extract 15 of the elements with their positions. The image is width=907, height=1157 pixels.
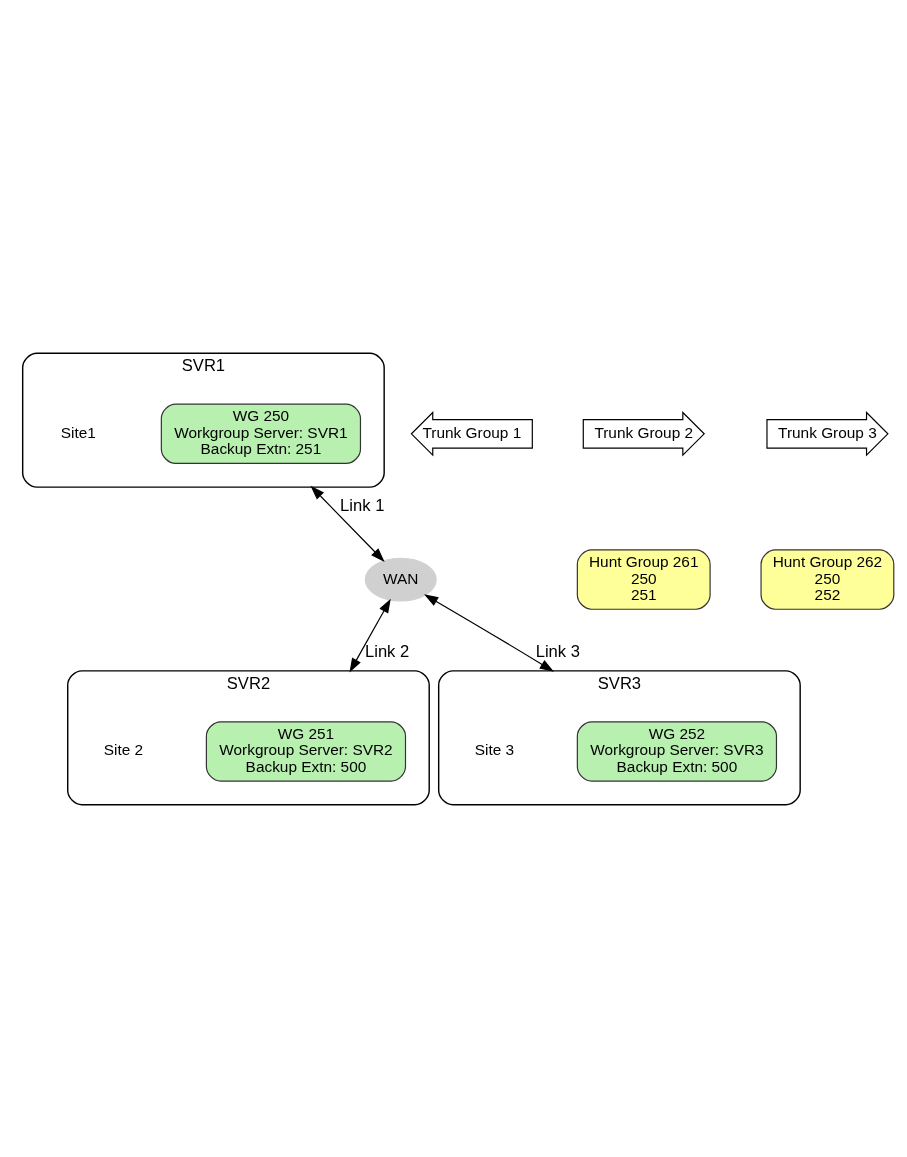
edge-label: Link 2 — [365, 641, 410, 661]
node-label: Site 2 — [103, 740, 144, 758]
arrow — [310, 485, 385, 562]
node-box: WG 252 Workgroup Server: SVR3 Backup Extn: 500 — [576, 720, 778, 782]
node-box: Hunt Group 262 250 252 — [760, 548, 895, 610]
node-box: Hunt Group 261 250 251 — [576, 548, 711, 610]
node-box: WG 251 Workgroup Server: SVR2 Backup Extn: 500 — [205, 720, 407, 782]
edge-label: Link 3 — [535, 641, 580, 661]
node-label: Site1 — [60, 423, 96, 441]
arrow — [349, 598, 391, 672]
node-box: WG 250 Workgroup Server: SVR1 Backup Extn: 251 — [160, 403, 362, 464]
edge-label: Link 1 — [340, 495, 385, 515]
arrow — [424, 593, 554, 672]
node-ellipse: WAN — [364, 557, 437, 602]
node-label: Site 3 — [474, 740, 515, 758]
